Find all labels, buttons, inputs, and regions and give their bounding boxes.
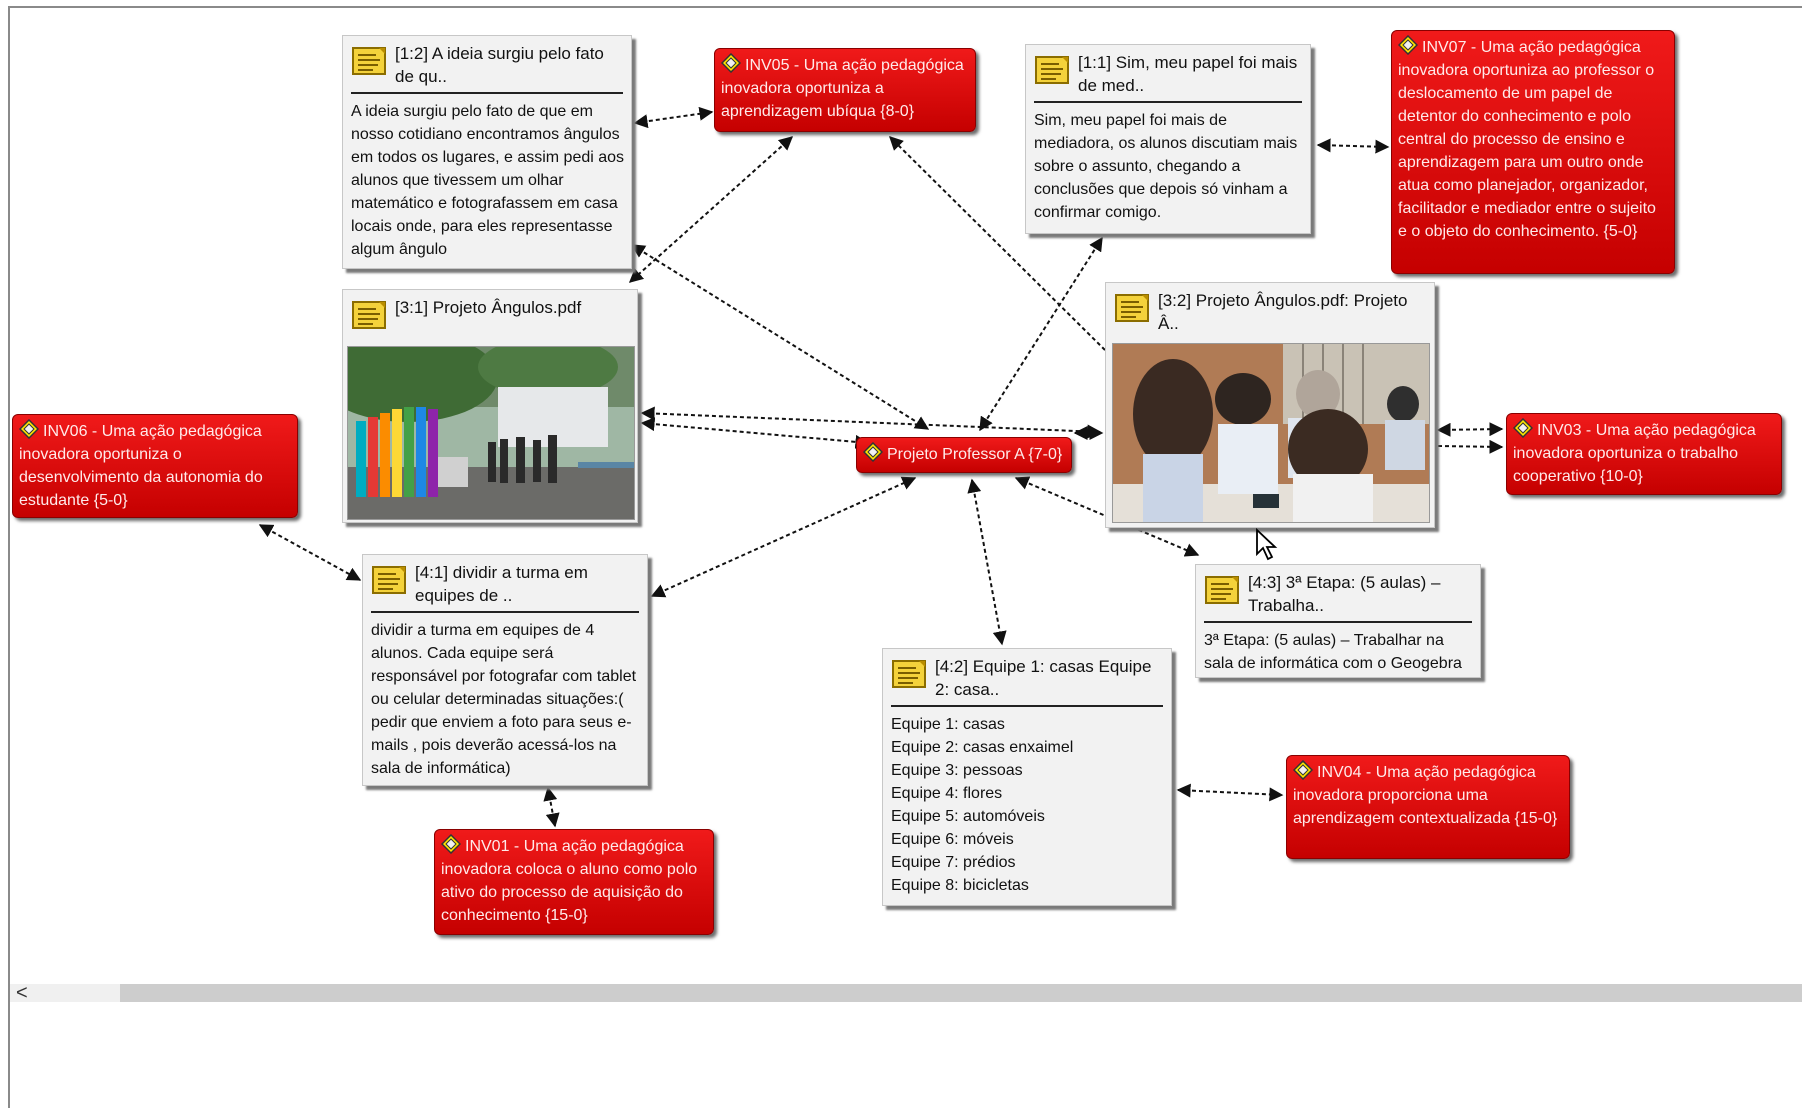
network-canvas[interactable] bbox=[8, 6, 1802, 1108]
divider bbox=[1204, 621, 1472, 623]
quotation-1-2[interactable]: [1:2] A ideia surgiu pelo fato de qu.. A… bbox=[342, 35, 632, 269]
list-item: Equipe 7: prédios bbox=[891, 854, 1016, 871]
schoolyard-photo bbox=[347, 346, 635, 520]
quotation-body: 3ª Etapa: (5 aulas) – Trabalhar na sala … bbox=[1204, 632, 1462, 672]
link-q41-inv01 bbox=[543, 786, 560, 828]
link-q31-center bbox=[640, 417, 870, 449]
quotation-title: [1:1] Sim, meu papel foi mais de med.. bbox=[1078, 53, 1298, 95]
code-projeto-professor-a[interactable]: Projeto Professor A {7-0} bbox=[856, 437, 1072, 473]
link-q32-inv03b bbox=[1437, 439, 1504, 454]
divider bbox=[891, 705, 1163, 707]
list-item: Equipe 2: casas enxaimel bbox=[891, 739, 1074, 756]
code-label: INV07 - Uma ação pedagógica inovadora op… bbox=[1398, 39, 1656, 240]
quotation-body: A ideia surgiu pelo fato de que em nosso… bbox=[351, 103, 625, 258]
quotation-4-2[interactable]: [4:2] Equipe 1: casas Equipe 2: casa.. E… bbox=[882, 648, 1172, 906]
code-diamond-icon bbox=[862, 441, 884, 463]
link-q12-center bbox=[630, 244, 930, 430]
quotation-body: dividir a turma em equipes de 4 alunos. … bbox=[371, 622, 637, 777]
code-inv05[interactable]: INV05 - Uma ação pedagógica inovadora op… bbox=[714, 48, 976, 132]
list-item: Equipe 4: flores bbox=[891, 785, 1003, 802]
link-q11-inv07 bbox=[1316, 138, 1390, 154]
link-q31-q32 bbox=[640, 406, 1102, 439]
students-photo bbox=[1112, 343, 1430, 523]
link-inv05-q31 bbox=[628, 136, 794, 283]
divider bbox=[371, 611, 639, 613]
code-label: INV01 - Uma ação pedagógica inovadora co… bbox=[441, 838, 698, 924]
code-inv06[interactable]: INV06 - Uma ação pedagógica inovadora op… bbox=[12, 414, 298, 518]
quotation-body: Sim, meu papel foi mais de mediadora, os… bbox=[1034, 112, 1298, 221]
quotation-3-1[interactable]: [3:1] Projeto Ângulos.pdf bbox=[342, 289, 638, 523]
divider bbox=[1034, 101, 1302, 103]
code-inv07[interactable]: INV07 - Uma ação pedagógica inovadora op… bbox=[1391, 30, 1675, 274]
link-q12-inv05 bbox=[633, 106, 714, 129]
code-diamond-icon bbox=[440, 833, 462, 855]
quotation-title: [1:2] A ideia surgiu pelo fato de qu.. bbox=[395, 44, 604, 86]
quotation-1-1[interactable]: [1:1] Sim, meu papel foi mais de med.. S… bbox=[1025, 44, 1311, 234]
code-inv04[interactable]: INV04 - Uma ação pedagógica inovadora pr… bbox=[1286, 755, 1570, 859]
link-q42-inv04 bbox=[1176, 783, 1284, 802]
code-diamond-icon bbox=[18, 418, 40, 440]
quotation-title: [3:2] Projeto Ângulos.pdf: Projeto Â.. bbox=[1158, 291, 1408, 333]
code-label: INV04 - Uma ação pedagógica inovadora pr… bbox=[1293, 764, 1558, 827]
link-center-q42 bbox=[967, 478, 1007, 646]
list-item: Equipe 3: pessoas bbox=[891, 762, 1023, 779]
scrollbar-thumb[interactable] bbox=[120, 984, 1802, 1002]
quotation-4-3[interactable]: [4:3] 3ª Etapa: (5 aulas) – Trabalha.. 3… bbox=[1195, 564, 1481, 678]
link-q32-inv03 bbox=[1436, 422, 1504, 437]
link-q41-center bbox=[650, 476, 917, 598]
code-inv03[interactable]: INV03 - Uma ação pedagógica inovadora op… bbox=[1506, 413, 1782, 495]
quotation-note-icon bbox=[891, 657, 929, 691]
code-diamond-icon bbox=[720, 52, 742, 74]
quotation-title: [4:1] dividir a turma em equipes de .. bbox=[415, 563, 588, 605]
code-inv01[interactable]: INV01 - Uma ação pedagógica inovadora co… bbox=[434, 829, 714, 935]
quotation-note-icon bbox=[1114, 291, 1152, 325]
mouse-cursor-icon bbox=[1256, 528, 1278, 561]
quotation-note-icon bbox=[1204, 573, 1242, 607]
quotation-3-2[interactable]: [3:2] Projeto Ângulos.pdf: Projeto Â.. bbox=[1105, 282, 1435, 528]
quotation-note-icon bbox=[1034, 53, 1072, 87]
code-label: INV05 - Uma ação pedagógica inovadora op… bbox=[721, 57, 964, 120]
link-q11-center bbox=[979, 236, 1103, 432]
quotation-4-1[interactable]: [4:1] dividir a turma em equipes de .. d… bbox=[362, 554, 648, 786]
list-item: Equipe 8: bicicletas bbox=[891, 877, 1029, 894]
link-inv06-q41 bbox=[258, 524, 362, 581]
quotation-note-icon bbox=[351, 298, 389, 332]
code-label: INV06 - Uma ação pedagógica inovadora op… bbox=[19, 423, 263, 509]
list-item: Equipe 6: móveis bbox=[891, 831, 1014, 848]
code-diamond-icon bbox=[1512, 417, 1534, 439]
quotation-title: [4:3] 3ª Etapa: (5 aulas) – Trabalha.. bbox=[1248, 573, 1441, 615]
scroll-left-button[interactable]: < bbox=[16, 982, 28, 1004]
quotation-note-icon bbox=[371, 563, 409, 597]
code-diamond-icon bbox=[1397, 34, 1419, 56]
quotation-note-icon bbox=[351, 44, 389, 78]
quotation-title: [4:2] Equipe 1: casas Equipe 2: casa.. bbox=[935, 657, 1152, 699]
code-label: Projeto Professor A {7-0} bbox=[887, 446, 1063, 463]
code-label: INV03 - Uma ação pedagógica inovadora op… bbox=[1513, 422, 1756, 485]
network-links bbox=[258, 106, 1504, 828]
horizontal-scrollbar[interactable]: < bbox=[10, 982, 1802, 1004]
list-item: Equipe 1: casas bbox=[891, 716, 1005, 733]
quotation-body: Equipe 1: casas Equipe 2: casas enxaimel… bbox=[883, 707, 1171, 903]
list-item: Equipe 5: automóveis bbox=[891, 808, 1045, 825]
divider bbox=[351, 92, 623, 94]
quotation-title: [3:1] Projeto Ângulos.pdf bbox=[395, 298, 582, 317]
code-diamond-icon bbox=[1292, 759, 1314, 781]
